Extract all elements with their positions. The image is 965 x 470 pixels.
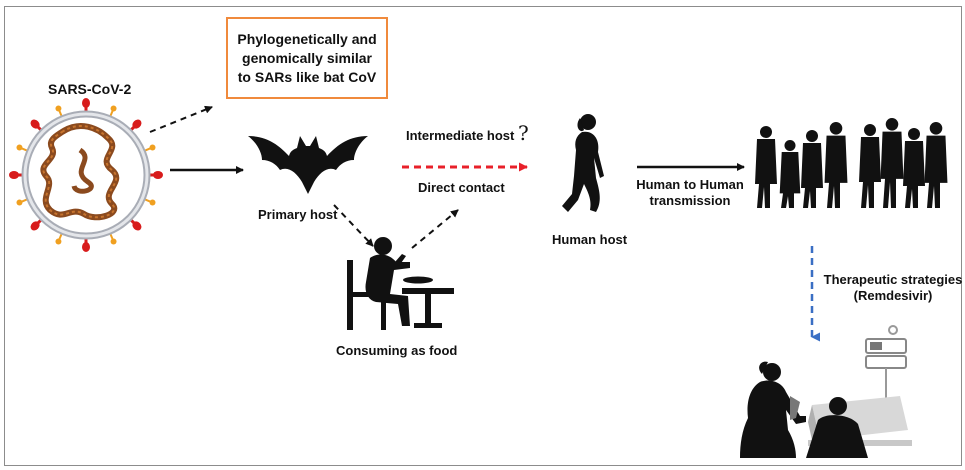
person-body <box>801 143 823 208</box>
person-head <box>929 122 943 135</box>
question-mark: ? <box>517 121 529 145</box>
virus-icon <box>9 98 163 252</box>
virus-spike-head <box>16 199 23 206</box>
person-head <box>784 140 796 152</box>
person-head <box>760 126 772 138</box>
virus-spike-head <box>82 98 90 108</box>
consuming-label: Consuming as food <box>336 343 458 358</box>
similarity-line-2: genomically similar <box>242 49 372 66</box>
virus-spike-head <box>149 144 156 151</box>
intermediate-host-label: Intermediate host ? <box>406 123 529 144</box>
human-host-label: Human host <box>552 232 628 247</box>
person-body <box>924 135 948 208</box>
virus-spike-head <box>153 171 163 179</box>
virus-spike-head <box>149 199 156 206</box>
transmission-line-1: Human to Human <box>636 177 744 192</box>
therapy-label: Therapeutic strategies (Remdesivir) <box>818 272 965 304</box>
diner-icon <box>347 237 454 330</box>
person-head <box>864 124 876 136</box>
similarity-line-3: to SARs like bat CoV <box>237 68 377 85</box>
person-body <box>779 151 801 208</box>
arrow-diner-to-contact <box>411 209 459 249</box>
virus-spike-head <box>82 242 90 252</box>
similarity-box: Phylogenetically and genomically similar… <box>226 17 388 99</box>
person-body <box>880 131 904 208</box>
arrows <box>149 105 820 342</box>
therapy-line-1: Therapeutic strategies <box>823 272 963 287</box>
person-body <box>859 137 881 208</box>
virus-spike-head <box>55 105 62 112</box>
virus-spike-head <box>9 171 19 179</box>
similarity-text: Phylogenetically and genomically similar… <box>237 30 376 87</box>
transmission-label: Human to Human transmission <box>630 177 750 209</box>
patient-care-icon <box>740 325 912 458</box>
virus-spike-head <box>132 119 142 129</box>
direct-contact-label: Direct contact <box>418 180 505 195</box>
transmission-line-2: transmission <box>649 193 731 208</box>
virus-spike-head <box>110 105 117 112</box>
person-head <box>806 130 818 142</box>
person-head <box>908 128 920 140</box>
person-body <box>755 139 777 208</box>
person-body <box>824 135 848 208</box>
virus-spike-head <box>16 144 23 151</box>
virus-spike-head <box>110 238 117 245</box>
similarity-line-1: Phylogenetically and <box>237 30 377 47</box>
virus-spike-head <box>132 221 142 231</box>
intermediate-host-text: Intermediate host <box>406 128 515 143</box>
virus-label: SARS-CoV-2 <box>48 81 132 97</box>
virus-spike-head <box>30 221 40 231</box>
bat-icon <box>248 136 368 194</box>
arrow-bat-to-diner <box>333 204 374 247</box>
figure-frame <box>4 6 962 466</box>
person-head <box>885 118 899 131</box>
primary-host-label: Primary host <box>258 207 338 222</box>
arrow-virus-to-box <box>149 105 213 133</box>
virus-spike-head <box>30 119 40 129</box>
virus-spike-head <box>55 238 62 245</box>
person-body <box>903 141 925 208</box>
therapy-line-2: (Remdesivir) <box>853 288 933 303</box>
person-head <box>829 122 843 135</box>
crowd-icon <box>755 118 948 208</box>
human-host-icon <box>562 114 604 212</box>
